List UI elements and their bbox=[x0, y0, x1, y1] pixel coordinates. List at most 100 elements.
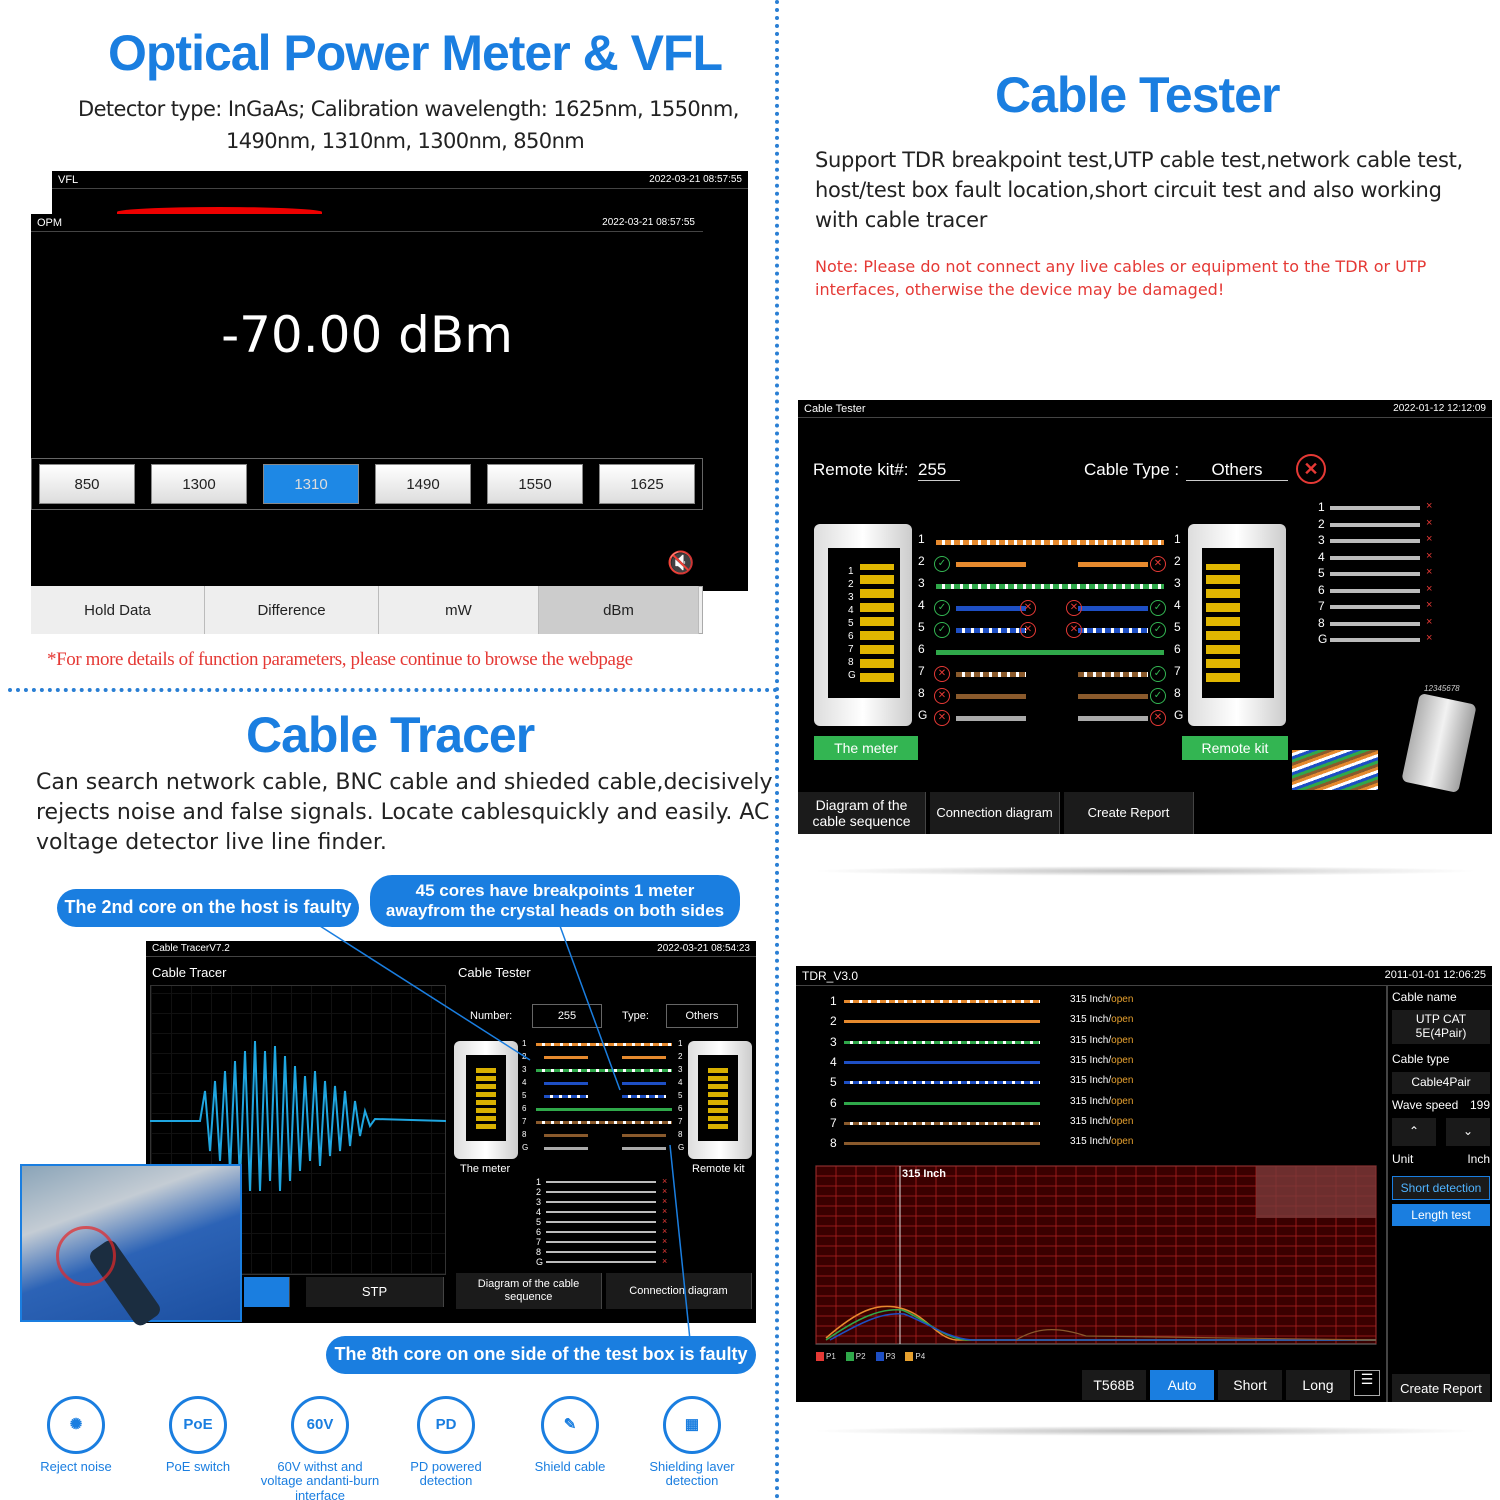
tracer-pin-right-2: 2 bbox=[678, 1052, 683, 1061]
tdr-line-result: 315 Inch/open bbox=[1070, 1116, 1133, 1127]
list-pin-1: 1 bbox=[1318, 500, 1325, 514]
tracer-diagram-button[interactable]: Diagram of the cable sequence bbox=[456, 1273, 602, 1309]
meter-button[interactable]: The meter bbox=[814, 736, 918, 760]
tdr-wire-5 bbox=[844, 1081, 1040, 1085]
meter-jack-num-4: 4 bbox=[848, 605, 854, 616]
tracer-pin-right-G: G bbox=[678, 1143, 685, 1152]
list-error-icon: × bbox=[1426, 566, 1433, 578]
cable-type-value[interactable]: Others bbox=[1186, 460, 1288, 481]
wire-left-G bbox=[956, 716, 1026, 721]
tracer-mode-button[interactable] bbox=[244, 1277, 290, 1307]
tracer-list-error-icon: × bbox=[662, 1236, 668, 1246]
remote-pins bbox=[1206, 564, 1240, 682]
opm-tab-hold-data[interactable]: Hold Data bbox=[31, 586, 205, 634]
tdr-sep: / bbox=[1108, 1095, 1112, 1107]
list-wire-G bbox=[1330, 638, 1420, 642]
remote-kit-button[interactable]: Remote kit bbox=[1182, 736, 1288, 760]
tracer-connection-button[interactable]: Connection diagram bbox=[606, 1273, 752, 1309]
short-detection-button[interactable]: Short detection bbox=[1392, 1176, 1490, 1200]
list-pin-6: 6 bbox=[1318, 582, 1325, 597]
tracer-right-tab[interactable]: Cable Tester bbox=[458, 965, 531, 980]
tracer-wire-right-5 bbox=[622, 1095, 666, 1098]
tdr-menu-icon[interactable]: ☰ bbox=[1354, 1370, 1380, 1396]
unit-value[interactable]: Inch bbox=[1467, 1152, 1490, 1166]
tdr-report-button[interactable]: Create Report bbox=[1392, 1374, 1490, 1402]
tdr-auto-button[interactable]: Auto bbox=[1150, 1370, 1214, 1400]
opm-desc-line1: Detector type: InGaAs; Calibration wavel… bbox=[78, 97, 739, 121]
chevron-up-icon[interactable]: ⌃ bbox=[1392, 1118, 1436, 1146]
close-circle-icon[interactable]: ✕ bbox=[1296, 454, 1326, 484]
meter-jack-num-1: 1 bbox=[848, 566, 854, 577]
wavelength-button-1550[interactable]: 1550 bbox=[487, 464, 583, 504]
error-icon: ✕ bbox=[1020, 622, 1036, 638]
wavelength-button-850[interactable]: 850 bbox=[39, 464, 135, 504]
wavelength-button-1300[interactable]: 1300 bbox=[151, 464, 247, 504]
wavelength-button-1490[interactable]: 1490 bbox=[375, 464, 471, 504]
tracer-pin-left-1: 1 bbox=[522, 1039, 527, 1048]
wavelength-button-1310[interactable]: 1310 bbox=[263, 464, 359, 504]
tester-report-button[interactable]: Create Report bbox=[1064, 792, 1194, 834]
wire-right-8 bbox=[1078, 694, 1148, 699]
stp-button[interactable]: STP bbox=[306, 1277, 444, 1307]
feature-reject-noise: ✺Reject noise bbox=[16, 1396, 136, 1474]
opm-tab-dbm[interactable]: dBm bbox=[539, 586, 699, 634]
tracer-wire-7 bbox=[536, 1121, 672, 1124]
tracer-pin-right-5: 5 bbox=[678, 1091, 683, 1100]
tdr-t568b-button[interactable]: T568B bbox=[1082, 1370, 1146, 1400]
length-test-button[interactable]: Length test bbox=[1392, 1204, 1490, 1226]
tdr-long-button[interactable]: Long bbox=[1286, 1370, 1350, 1400]
tdr-line-result: 315 Inch/open bbox=[1070, 1136, 1133, 1147]
cable-type-value2[interactable]: Cable4Pair bbox=[1392, 1072, 1490, 1094]
check-icon: ✓ bbox=[934, 622, 950, 638]
tester-diagram-button[interactable]: Diagram of the cable sequence bbox=[798, 792, 926, 834]
tracer-list-wire-1 bbox=[546, 1181, 656, 1183]
tracer-list-pin-7: 7 bbox=[536, 1237, 542, 1247]
error-icon: ✕ bbox=[1066, 622, 1082, 638]
tdr-line-num-4: 4 bbox=[830, 1054, 837, 1069]
tracer-waveform bbox=[150, 1040, 446, 1192]
cable-name-value[interactable]: UTP CAT 5E(4Pair) bbox=[1392, 1010, 1490, 1044]
list-wire-5 bbox=[1330, 572, 1420, 576]
tracer-meter-label: The meter bbox=[460, 1163, 511, 1175]
tracer-desc-line3: voltage detector live line finder. bbox=[36, 830, 387, 855]
wire-right-5 bbox=[1078, 628, 1148, 633]
shielding-layer-icon: ▦ bbox=[663, 1396, 721, 1454]
tracer-pin-right-3: 3 bbox=[678, 1065, 683, 1074]
tdr-short-button[interactable]: Short bbox=[1218, 1370, 1282, 1400]
chevron-down-icon[interactable]: ⌄ bbox=[1446, 1118, 1490, 1146]
tracer-list-pin-5: 5 bbox=[536, 1217, 542, 1227]
opm-tab-difference[interactable]: Difference bbox=[205, 586, 379, 634]
tracer-left-tab[interactable]: Cable Tracer bbox=[152, 965, 227, 980]
remote-pin-num-1: 1 bbox=[1174, 532, 1181, 546]
list-error-icon: × bbox=[1426, 599, 1433, 611]
mute-icon[interactable]: 🔇 bbox=[667, 550, 695, 575]
tracer-pin-left-4: 4 bbox=[522, 1078, 527, 1087]
feature-shield-cable: ✎Shield cable bbox=[510, 1396, 630, 1474]
tracer-list-wire-3 bbox=[546, 1201, 656, 1203]
tracer-list-error-icon: × bbox=[662, 1206, 668, 1216]
error-icon: ✕ bbox=[934, 666, 950, 682]
meter-pin-num-4: 4 bbox=[918, 598, 925, 612]
tracer-pin-right-6: 6 bbox=[678, 1104, 683, 1113]
opm-tab-mw[interactable]: mW bbox=[379, 586, 539, 634]
tracer-number-field[interactable]: 255 bbox=[532, 1004, 602, 1028]
meter-jack-num-7: 7 bbox=[848, 644, 854, 655]
tester-connection-button[interactable]: Connection diagram bbox=[930, 792, 1060, 834]
tracer-app-title: Cable TracerV7.2 bbox=[152, 943, 230, 954]
wavelength-button-1625[interactable]: 1625 bbox=[599, 464, 695, 504]
opm-note: *For more details of function parameters… bbox=[47, 649, 633, 670]
error-icon: ✕ bbox=[1150, 710, 1166, 726]
wire-left-2 bbox=[956, 562, 1026, 567]
callout-breakpoints-line1: 45 cores have breakpoints 1 meter bbox=[415, 880, 695, 900]
tdr-line-result: 315 Inch/open bbox=[1070, 994, 1133, 1005]
tdr-sep: / bbox=[1108, 1136, 1112, 1148]
vfl-beam bbox=[117, 207, 322, 217]
wire-right-2 bbox=[1078, 562, 1148, 567]
tracer-list-error-icon: × bbox=[662, 1186, 668, 1196]
remote-kit-value[interactable]: 255 bbox=[918, 460, 960, 481]
tracer-type-field[interactable]: Others bbox=[666, 1004, 738, 1028]
tdr-status: open bbox=[1111, 1115, 1134, 1127]
list-error-icon: × bbox=[1426, 500, 1433, 512]
vfl-time: 2022-03-21 08:57:55 bbox=[649, 174, 742, 185]
